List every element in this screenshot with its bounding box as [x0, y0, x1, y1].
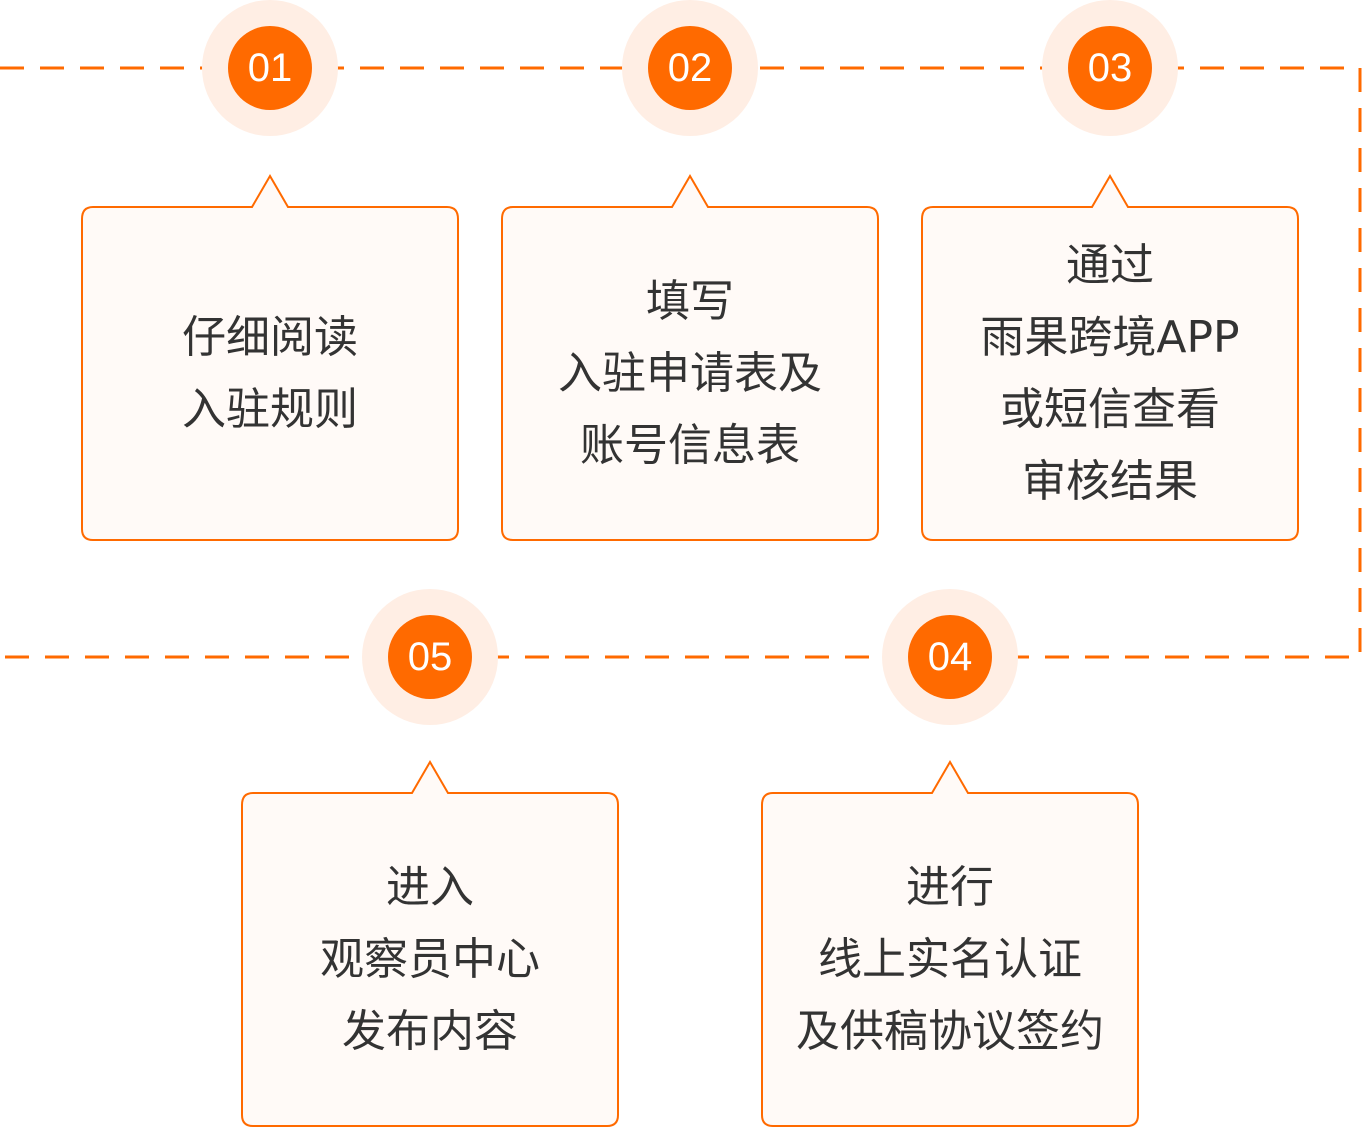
step-card-01: 仔细阅读入驻规则: [81, 174, 459, 541]
callout-shape: [921, 174, 1299, 541]
step-text-line: 通过: [1066, 240, 1154, 291]
step-number: 05: [388, 615, 472, 699]
step-text-line: 观察员中心: [320, 934, 540, 985]
step-card-02: 填写入驻申请表及账号信息表: [501, 174, 879, 541]
step-text-line: 发布内容: [342, 1006, 518, 1057]
callout-shape: [761, 760, 1139, 1127]
step-badge-03: 03: [1042, 0, 1178, 136]
step-text-line: 或短信查看: [1000, 384, 1220, 435]
step-number: 04: [908, 615, 992, 699]
step-text-line: 进行: [906, 862, 994, 913]
step-text-line: 入驻规则: [182, 384, 358, 435]
step-text-line: 账号信息表: [580, 420, 800, 471]
step-text-line: 雨果跨境APP: [980, 312, 1240, 363]
step-badge-04: 04: [882, 589, 1018, 725]
step-badge-01: 01: [202, 0, 338, 136]
step-badge-02: 02: [622, 0, 758, 136]
step-text-line: 线上实名认证: [818, 934, 1082, 985]
step-number: 02: [648, 26, 732, 110]
step-description: 填写入驻申请表及账号信息表: [501, 207, 879, 541]
step-text-line: 填写: [646, 276, 734, 327]
callout-shape: [81, 174, 459, 541]
step-text-line: 进入: [386, 862, 474, 913]
callout-shape: [501, 174, 879, 541]
callout-shape: [241, 760, 619, 1127]
step-card-03: 通过雨果跨境APP 或短信查看审核结果: [921, 174, 1299, 541]
step-text-line: 审核结果: [1022, 456, 1198, 507]
step-text-line: 入驻申请表及: [558, 348, 822, 399]
step-card-05: 进入观察员中心发布内容: [241, 760, 619, 1127]
step-text-line: 及供稿协议签约: [796, 1006, 1104, 1057]
step-description: 进入观察员中心发布内容: [241, 793, 619, 1127]
step-card-04: 进行线上实名认证及供稿协议签约: [761, 760, 1139, 1127]
step-number: 01: [228, 26, 312, 110]
step-description: 通过雨果跨境APP 或短信查看审核结果: [921, 207, 1299, 541]
step-badge-05: 05: [362, 589, 498, 725]
step-number: 03: [1068, 26, 1152, 110]
step-description: 进行线上实名认证及供稿协议签约: [761, 793, 1139, 1127]
step-description: 仔细阅读入驻规则: [81, 207, 459, 541]
step-text-line: 仔细阅读: [182, 312, 358, 363]
